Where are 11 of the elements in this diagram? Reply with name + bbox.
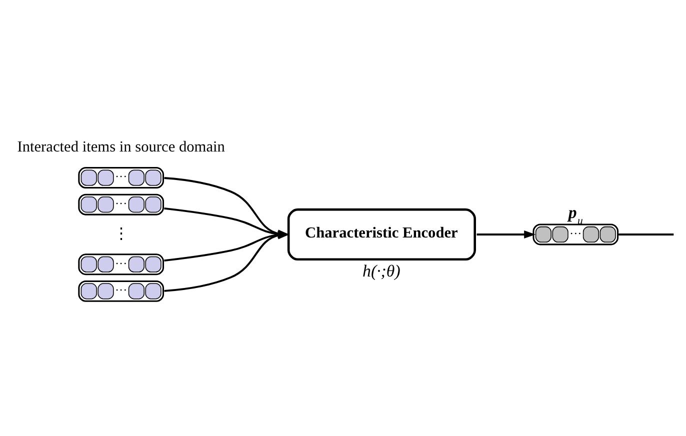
connector — [618, 234, 674, 236]
node-box: ··· — [532, 224, 619, 246]
label: ⋮ — [114, 225, 129, 242]
node-label: h(·;θ) — [362, 261, 400, 280]
label: Interacted items in source domain — [17, 138, 225, 156]
node-box: ··· — [78, 194, 164, 216]
node-box: ··· — [78, 254, 164, 276]
node-box: Characteristic Encoder — [287, 208, 476, 261]
node-box: ··· — [78, 167, 164, 188]
node-box: ··· — [78, 280, 164, 302]
arrow — [476, 230, 536, 239]
